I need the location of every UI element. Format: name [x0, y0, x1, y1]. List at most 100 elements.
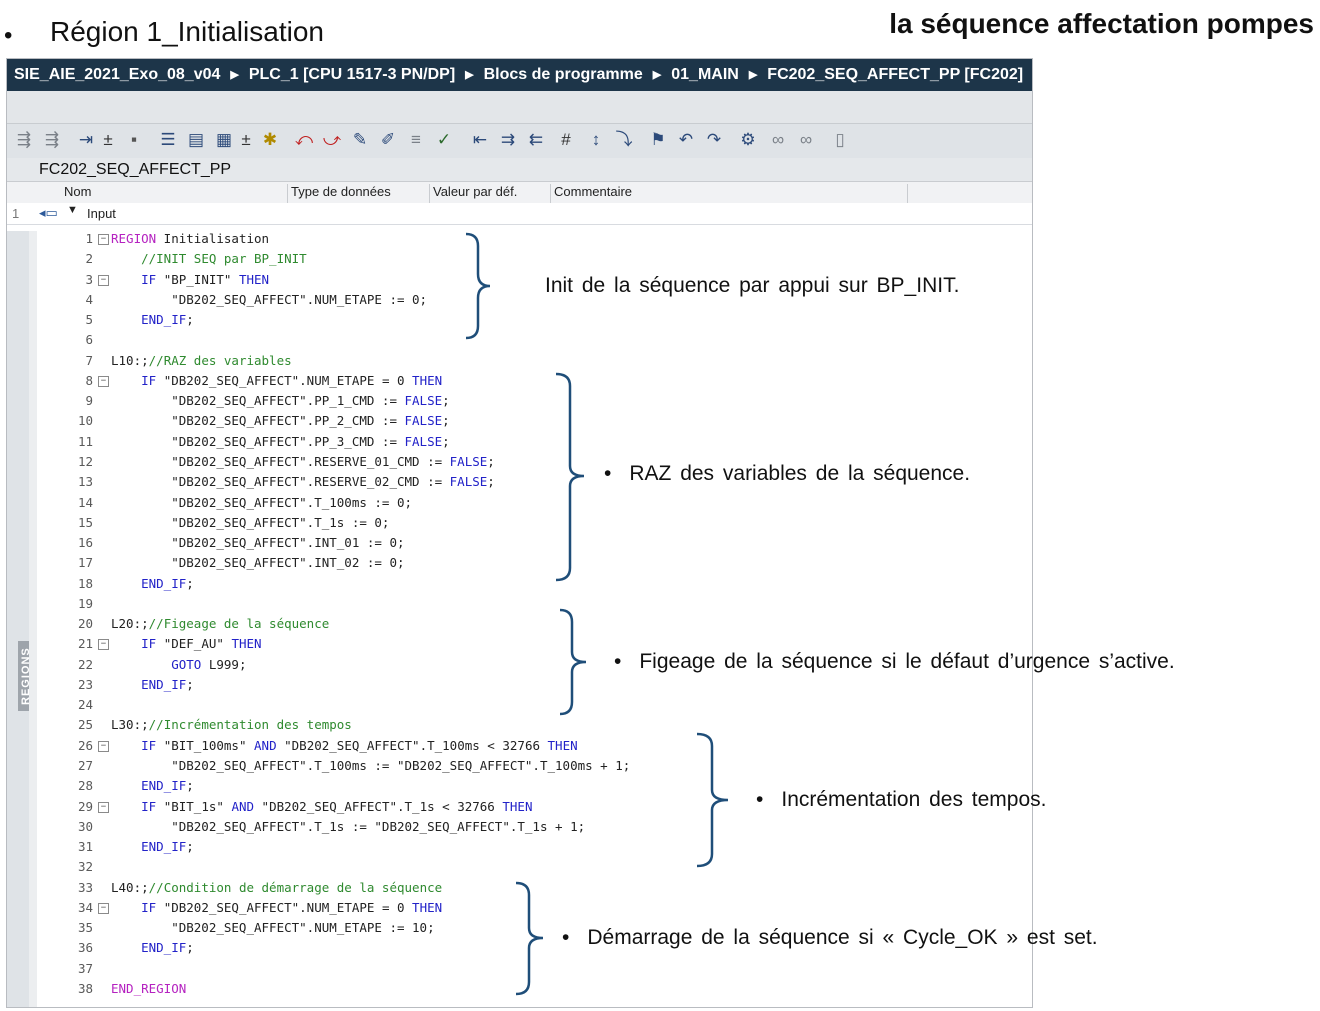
- code-line[interactable]: "DB202_SEQ_AFFECT".T_100ms := 0;: [111, 494, 413, 510]
- col-name[interactable]: Nom: [64, 184, 92, 199]
- indent-icon[interactable]: ⇥: [78, 130, 94, 149]
- code-line[interactable]: "DB202_SEQ_AFFECT".RESERVE_01_CMD := FAL…: [111, 453, 495, 469]
- code-line[interactable]: END_IF;: [141, 575, 194, 591]
- col-comment[interactable]: Commentaire: [554, 184, 633, 199]
- format-icon[interactable]: ≡: [411, 130, 421, 149]
- grid-icon[interactable]: #: [561, 130, 571, 149]
- uncomment-icon[interactable]: ✐: [380, 130, 396, 149]
- code-line[interactable]: REGION Initialisation: [111, 231, 270, 246]
- fold-toggle-icon[interactable]: −: [98, 902, 109, 914]
- fold-toggle-icon[interactable]: −: [98, 234, 109, 245]
- fold-toggle-icon[interactable]: −: [98, 801, 109, 813]
- line-number: 10: [77, 413, 93, 429]
- bookmark-icon[interactable]: ✱: [262, 130, 278, 149]
- code-line[interactable]: L40:;//Condition de démarrage de la séqu…: [111, 879, 443, 895]
- annotation-figeage: •Figeage de la séquence si le défaut d’u…: [614, 650, 1175, 674]
- expand-triangle-icon[interactable]: ▼: [67, 204, 78, 216]
- fold-toggle-icon[interactable]: −: [98, 274, 109, 286]
- error-prev-icon[interactable]: ⤻: [322, 130, 342, 149]
- code-line[interactable]: "DB202_SEQ_AFFECT".NUM_ETAPE := 10;: [111, 920, 435, 936]
- col-type[interactable]: Type de données: [291, 184, 391, 199]
- code-line[interactable]: "DB202_SEQ_AFFECT".NUM_ETAPE := 0;: [111, 291, 428, 307]
- bookmark-set-icon[interactable]: ⚑: [650, 130, 666, 149]
- code-line[interactable]: END_IF;: [141, 312, 194, 328]
- monitor-icon[interactable]: ▪: [130, 130, 138, 149]
- line-number: 32: [77, 859, 93, 875]
- call-structure-icon[interactable]: ⚙: [740, 130, 756, 149]
- breadcrumb-blocks[interactable]: Blocs de programme: [483, 66, 643, 83]
- split-icon[interactable]: ⤵: [615, 130, 633, 149]
- line-number: 28: [77, 778, 93, 794]
- code-line[interactable]: "DB202_SEQ_AFFECT".RESERVE_02_CMD := FAL…: [111, 474, 495, 490]
- code-line[interactable]: IF "DB202_SEQ_AFFECT".NUM_ETAPE = 0 THEN: [141, 899, 443, 915]
- line-number: 20: [77, 616, 93, 632]
- code-line[interactable]: "DB202_SEQ_AFFECT".PP_2_CMD := FALSE;: [111, 413, 450, 429]
- line-number: 34: [77, 899, 93, 915]
- error-next-icon[interactable]: ⤺: [294, 130, 314, 149]
- bookmark-prev-icon[interactable]: ↶: [678, 130, 694, 149]
- plus-minus-icon[interactable]: ±: [103, 130, 113, 149]
- line-number: 14: [77, 494, 93, 510]
- line-number: 13: [77, 474, 93, 490]
- fold-toggle-icon[interactable]: −: [98, 639, 109, 651]
- breadcrumb-plc[interactable]: PLC_1 [CPU 1517-3 PN/DP]: [248, 66, 456, 83]
- code-line[interactable]: //INIT SEQ par BP_INIT: [141, 251, 307, 267]
- code-line[interactable]: "DB202_SEQ_AFFECT".T_1s := 0;: [111, 514, 390, 530]
- fold-toggle-icon[interactable]: −: [98, 740, 109, 752]
- code-line[interactable]: END_IF;: [141, 676, 194, 692]
- plus-minus-icon[interactable]: ±: [241, 130, 251, 149]
- table-icon[interactable]: ▤: [187, 130, 205, 149]
- code-line[interactable]: L30:;//Incrémentation des tempos: [111, 717, 352, 733]
- glasses-all-icon[interactable]: ∞: [799, 130, 813, 149]
- breadcrumb-block[interactable]: FC202_SEQ_AFFECT_PP [FC202]: [767, 66, 1024, 83]
- code-line[interactable]: "DB202_SEQ_AFFECT".PP_1_CMD := FALSE;: [111, 393, 450, 409]
- line-number: 24: [77, 697, 93, 713]
- line-number: 29: [77, 798, 93, 814]
- code-line[interactable]: END_REGION: [111, 980, 187, 996]
- line-number: 30: [77, 818, 93, 834]
- col-default[interactable]: Valeur par déf.: [433, 184, 518, 199]
- code-line[interactable]: "DB202_SEQ_AFFECT".INT_01 := 0;: [111, 535, 405, 551]
- code-line[interactable]: IF "BIT_1s" AND "DB202_SEQ_AFFECT".T_1s …: [141, 798, 533, 814]
- comment-icon[interactable]: ✎: [352, 130, 368, 149]
- code-line[interactable]: L20:;//Figeage de la séquence: [111, 616, 330, 632]
- chevron-right-icon: ▶: [652, 69, 662, 81]
- code-line[interactable]: IF "DB202_SEQ_AFFECT".NUM_ETAPE = 0 THEN: [141, 372, 443, 388]
- unindent-lines-icon[interactable]: ⇇: [528, 130, 544, 149]
- line-number: 37: [77, 960, 93, 976]
- indent-lines-icon[interactable]: ⇉: [500, 130, 516, 149]
- code-line[interactable]: GOTO L999;: [171, 656, 247, 672]
- code-line[interactable]: IF "BIT_100ms" AND "DB202_SEQ_AFFECT".T_…: [141, 737, 578, 753]
- insert-row-icon[interactable]: ⇶: [16, 130, 32, 149]
- glasses-icon[interactable]: ∞: [771, 130, 785, 149]
- code-line[interactable]: END_IF;: [141, 778, 194, 794]
- code-line[interactable]: "DB202_SEQ_AFFECT".INT_02 := 0;: [111, 555, 405, 571]
- bookmark-next-icon[interactable]: ↷: [706, 130, 722, 149]
- code-line[interactable]: L10:;//RAZ des variables: [111, 352, 292, 368]
- slide-title: la séquence affectation pompes: [889, 8, 1314, 39]
- code-line[interactable]: "DB202_SEQ_AFFECT".PP_3_CMD := FALSE;: [111, 433, 450, 449]
- code-line[interactable]: IF "BP_INIT" THEN: [141, 271, 270, 287]
- add-row-icon[interactable]: ⇶: [44, 130, 60, 149]
- line-number: 4: [85, 291, 93, 307]
- database-icon[interactable]: ▯: [835, 130, 845, 149]
- code-line[interactable]: IF "DEF_AU" THEN: [141, 636, 262, 652]
- regions-sidebar[interactable]: REGIONS: [7, 231, 34, 1007]
- line-number: 3: [85, 271, 93, 287]
- list-icon[interactable]: ☰: [160, 130, 176, 149]
- sort-icon[interactable]: ↕: [591, 130, 601, 149]
- code-line[interactable]: "DB202_SEQ_AFFECT".T_1s := "DB202_SEQ_AF…: [111, 818, 586, 834]
- breadcrumb-project[interactable]: SIE_AIE_2021_Exo_08_v04: [14, 66, 221, 83]
- breadcrumb-main[interactable]: 01_MAIN: [671, 66, 739, 83]
- code-line[interactable]: END_IF;: [141, 839, 194, 855]
- compile-icon[interactable]: ✓: [436, 130, 452, 149]
- fold-toggle-icon[interactable]: −: [98, 375, 109, 387]
- line-number: 21: [77, 636, 93, 652]
- interface-input-row[interactable]: 1 ◂▭ ▼ Input: [7, 203, 1032, 225]
- code-line[interactable]: END_IF;: [141, 940, 194, 956]
- collapse-icon[interactable]: ▦: [215, 130, 233, 149]
- outdent-icon[interactable]: ⇤: [472, 130, 488, 149]
- bullet: •: [614, 650, 622, 673]
- code-line[interactable]: "DB202_SEQ_AFFECT".T_100ms := "DB202_SEQ…: [111, 758, 631, 774]
